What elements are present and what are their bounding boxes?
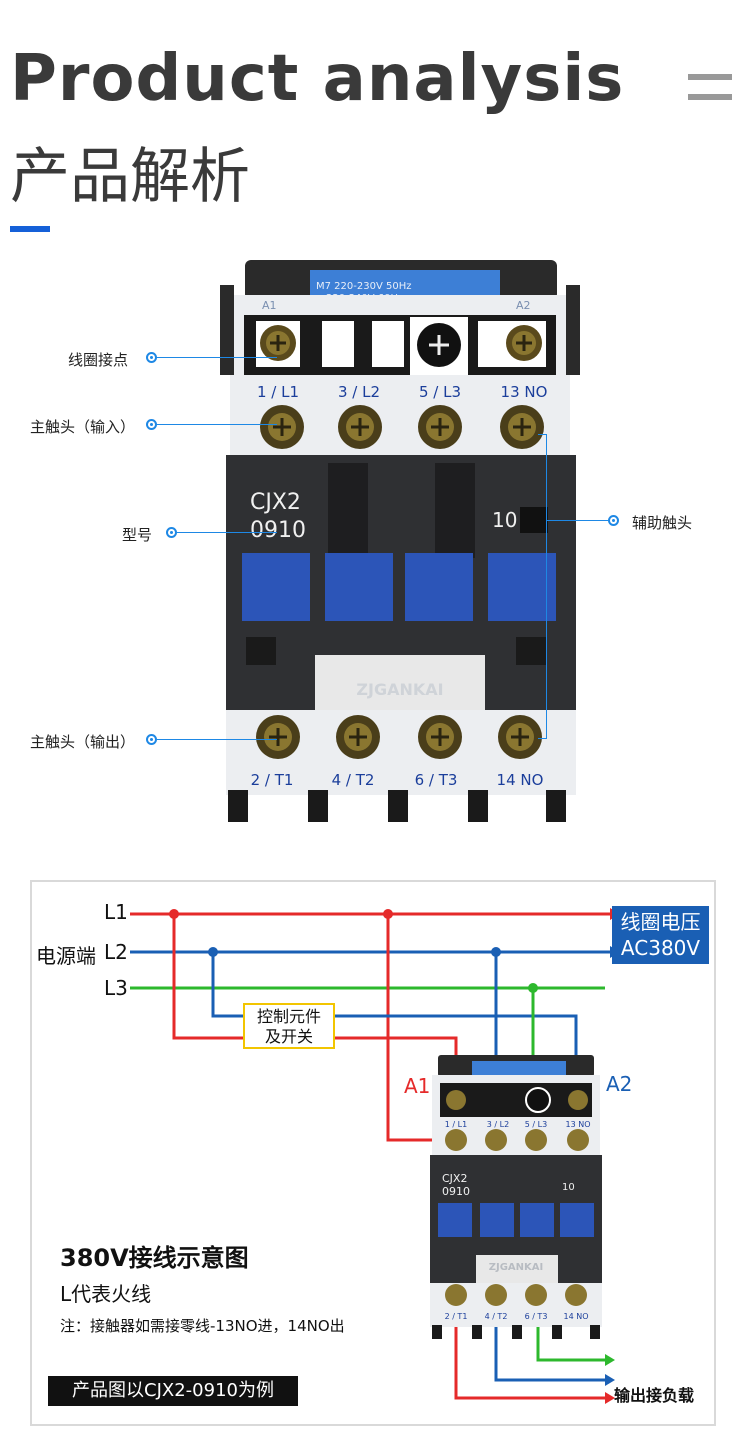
small-terminal-l2: 3 / L2 (487, 1120, 509, 1129)
blue-block-4 (488, 553, 556, 621)
terminal-label-t2: 4 / T2 (332, 771, 375, 789)
coil-rating-line1: M7 220-230V 50Hz (316, 281, 411, 292)
diagram-subtitle: L代表火线 (60, 1282, 152, 1306)
blue-block-3 (405, 553, 473, 621)
small-terminal-t1: 2 / T1 (445, 1312, 468, 1321)
terminal-label-13no: 13 NO (501, 383, 548, 401)
diagram-note: 注：接触器如需接零线-13NO进，14NO出 (60, 1317, 345, 1335)
page-title-cn: 产品解析 (10, 142, 250, 212)
model-line2: 0910 (250, 518, 306, 543)
terminal-label-t3: 6 / T3 (415, 771, 458, 789)
l2-label: L2 (104, 940, 128, 964)
coil-voltage-line2: AC380V (620, 936, 701, 960)
menu-icon[interactable] (688, 74, 732, 102)
contactor-image: M7 220-230V 50Hz 220-240V 60Hz A1 A2 1 /… (220, 260, 580, 822)
small-contactor-image: 1 / L1 3 / L2 5 / L3 13 NO CJX2 0910 10 … (430, 1055, 602, 1339)
callout-line (538, 738, 547, 739)
terminal-label-14no: 14 NO (497, 771, 544, 789)
callout-line (546, 434, 547, 738)
coil-screw-a2 (502, 321, 546, 367)
l3-label: L3 (104, 976, 128, 1000)
small-model-line2: 0910 (442, 1185, 470, 1198)
center-slider (315, 655, 485, 720)
callout-coil-contact: 线圈接点 (68, 351, 129, 369)
callout-line (546, 520, 608, 521)
model-line1: CJX2 (250, 490, 301, 515)
callout-line (538, 434, 547, 435)
control-line2: 及开关 (264, 1027, 313, 1046)
small-aux-code: 10 (562, 1182, 575, 1193)
product-example-tag: 产品图以CJX2-0910为例 (48, 1376, 298, 1406)
terminal-label-t1: 2 / T1 (251, 771, 294, 789)
callout-main-output: 主触头（输出） (30, 733, 136, 751)
callout-line (157, 739, 277, 740)
callout-dot (146, 734, 157, 745)
power-end-label: 电源端 (36, 944, 96, 968)
terminal-label-l2: 3 / L2 (338, 383, 380, 401)
small-terminal-l3: 5 / L3 (525, 1120, 547, 1129)
aux-code: 10 (492, 508, 517, 532)
l1-label: L1 (104, 900, 128, 924)
callout-model: 型号 (122, 526, 153, 544)
input-screws (260, 405, 544, 449)
terminal-label-l1: 1 / L1 (257, 383, 299, 401)
control-switch-box: 控制元件 及开关 (243, 1003, 335, 1049)
callout-dot (166, 527, 177, 538)
callout-dot (146, 419, 157, 430)
diagram-title: 380V接线示意图 (60, 1244, 249, 1272)
callout-aux-contact: 辅助触头 (632, 514, 693, 532)
title-underline (10, 226, 50, 232)
callout-line (157, 357, 277, 358)
callout-dot (608, 515, 619, 526)
brand-watermark: ZJGANKAI (356, 680, 443, 699)
control-line1: 控制元件 (256, 1007, 321, 1026)
a1-marking: A1 (262, 299, 277, 312)
callout-main-input: 主触头（输入） (30, 418, 136, 436)
coil-voltage-badge: 线圈电压 AC380V (612, 906, 709, 964)
small-terminal-t2: 4 / T2 (485, 1312, 508, 1321)
output-screws (256, 715, 542, 759)
blue-block-1 (242, 553, 310, 621)
callout-dot (146, 352, 157, 363)
page-title-en: Product analysis (10, 42, 625, 116)
callout-line (177, 532, 277, 533)
small-terminal-13no: 13 NO (565, 1120, 590, 1129)
small-terminal-l1: 1 / L1 (445, 1120, 467, 1129)
callout-line (157, 424, 277, 425)
small-terminal-14no: 14 NO (563, 1312, 588, 1321)
coil-voltage-line1: 线圈电压 (620, 910, 701, 934)
center-screw (410, 317, 468, 375)
diagram-a2-label: A2 (606, 1072, 633, 1096)
small-model-line1: CJX2 (442, 1172, 467, 1185)
blue-block-2 (325, 553, 393, 621)
wiring-diagram-frame (30, 880, 716, 1426)
output-load-label: 输出接负载 (614, 1386, 695, 1405)
small-terminal-t3: 6 / T3 (525, 1312, 548, 1321)
small-brand: ZJGANKAI (489, 1262, 544, 1273)
diagram-a1-label: A1 (404, 1074, 431, 1098)
terminal-label-l3: 5 / L3 (419, 383, 461, 401)
coil-screw-a1 (256, 321, 300, 367)
a2-marking: A2 (516, 299, 531, 312)
